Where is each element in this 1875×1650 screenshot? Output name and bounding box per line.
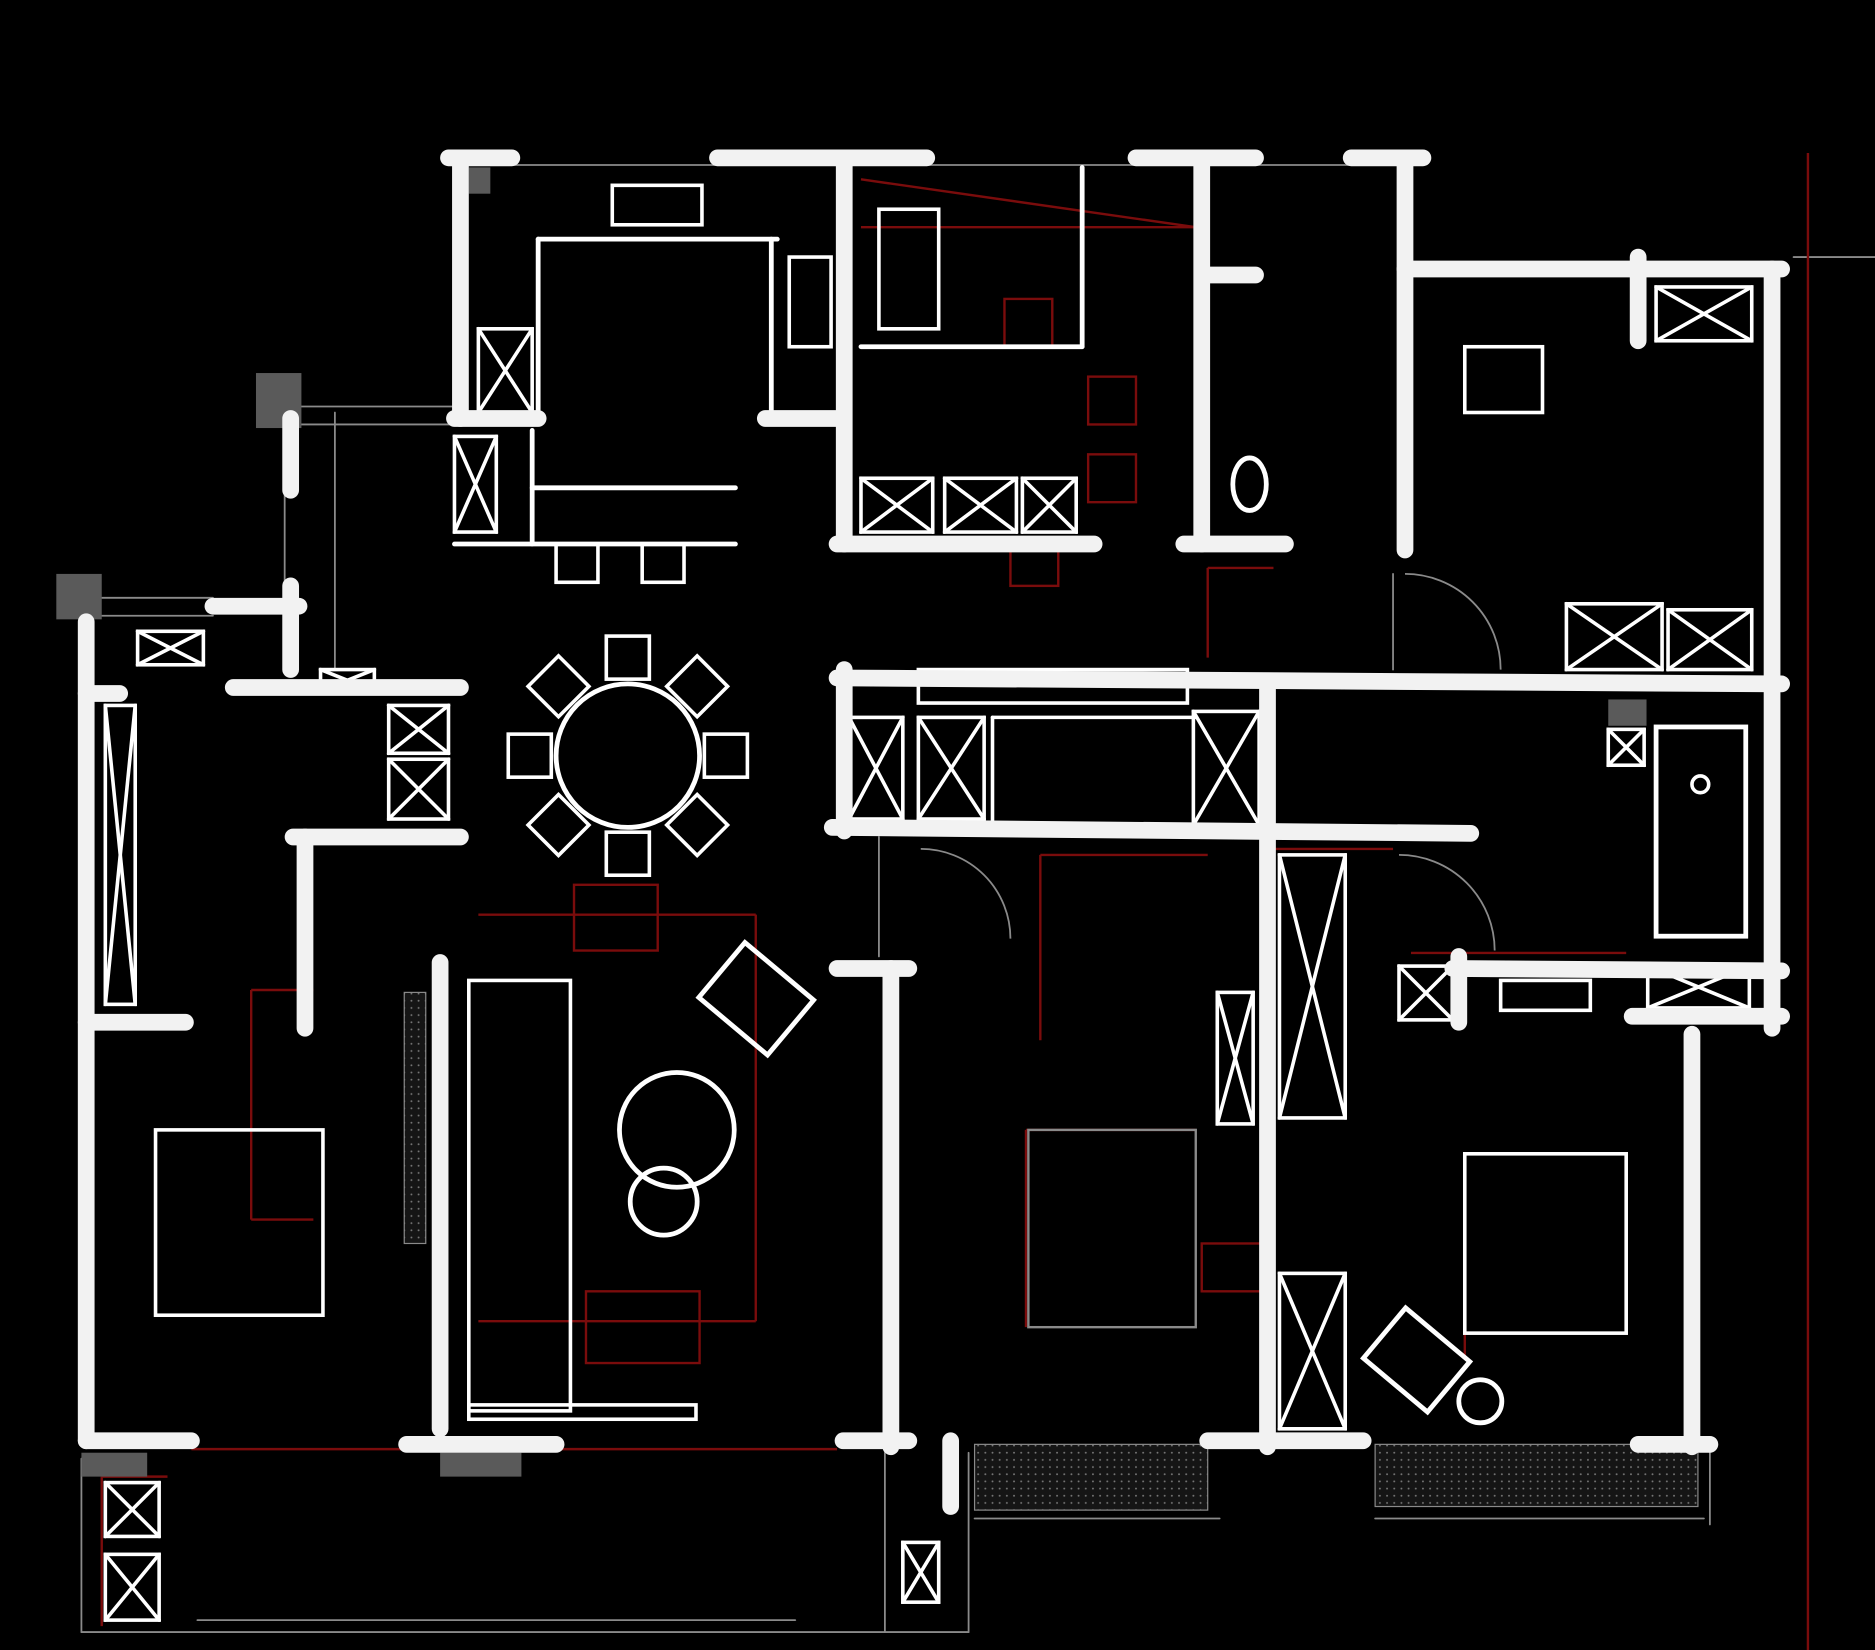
cabinet-x [386,703,451,756]
cabinet-x [135,629,206,667]
dining-chair [525,653,592,720]
bathtub-drain [1690,774,1711,795]
cabinet-x-diagonal [901,1540,941,1604]
cabinet-x-diagonal [1397,964,1455,1022]
chair-outline [1009,548,1060,588]
cabinet-x [859,476,935,534]
side-table [1456,1377,1505,1426]
chair-outline [1086,453,1138,504]
cabinet-x-diagonal [1020,476,1078,534]
cabinet-x [1606,727,1646,768]
bed-left [153,1128,325,1318]
cabinet-x-diagonal [386,757,451,821]
cabinet-x-diagonal [847,715,905,821]
dining-chair [525,792,592,858]
cabinet-x-diagonal [103,703,138,1007]
cabinet-x [386,757,451,821]
cabinet-x [103,703,138,1007]
cabinet-x [916,715,986,821]
chair-outline [1003,297,1054,348]
cabinet-x-diagonal [135,629,206,667]
door-swing-arc [1399,853,1496,951]
cabinet-x [103,1552,161,1622]
dining-table [553,681,702,830]
cabinet-x [1277,1271,1348,1431]
bar-stool [640,542,686,585]
vanity-sink [1498,978,1593,1013]
chair-outline [584,1290,701,1365]
coffee-table-small [627,1165,700,1238]
bathtub [1653,724,1749,939]
walls-layer [77,149,1790,1515]
cabinet-x-diagonal [452,434,499,534]
cabinet-x-diagonal [103,1552,161,1622]
cabinet-x-diagonal [476,327,534,415]
chair-outline [572,883,659,952]
cabinet-x [1564,602,1664,672]
structural-column [56,573,102,620]
cabinet-x [1215,990,1255,1126]
desk [1462,344,1545,415]
cabinet-x-diagonal [103,1480,161,1539]
cabinet-x-diagonal [1277,853,1348,1120]
cabinet-x-diagonal [1666,607,1754,672]
cabinet-x-diagonal [916,715,986,821]
furniture-layer [103,165,1754,1622]
kitchen-sink [610,183,704,227]
cabinet-x [901,1540,941,1604]
dining-chair [664,792,731,858]
bed-right [1462,1152,1628,1335]
tv-console [467,1403,698,1422]
planter-strip [403,991,427,1245]
toilet [1230,455,1269,513]
cabinet-x-diagonal [1606,727,1646,768]
chair-outline [1086,375,1138,426]
dining-chair [664,653,731,720]
cabinet-x-diagonal [1277,1271,1348,1431]
balcony-layer [403,991,1699,1511]
shelving [787,255,833,349]
cabinet-x [1277,853,1348,1120]
wall [1444,960,1790,980]
sofa [467,978,573,1413]
lounge-chair [1360,1304,1474,1416]
cabinet-x [942,476,1019,534]
coffee-table-large [617,1070,737,1190]
wall [823,819,1480,842]
balcony-left [973,1443,1209,1511]
cabinet-x [452,434,499,534]
dining-chair [604,830,652,878]
bed-middle [1027,1128,1197,1329]
red-annotation-layer [100,153,1810,1650]
cabinet-x-diagonal [1564,602,1664,672]
cabinet-x-diagonal [1654,285,1754,343]
cabinet-x-diagonal [1191,709,1261,827]
cabinet-x-diagonal [859,476,935,534]
structural-column [81,1452,148,1477]
lounge-chair [695,939,817,1059]
red-annotation [860,178,1196,229]
bar-stool [554,542,600,585]
cabinet-x-diagonal [386,703,451,756]
cabinet-x [1666,607,1754,672]
washing-machine [877,207,941,331]
cabinet-x-diagonal [942,476,1019,534]
thin-outline-layer [80,164,1875,1633]
door-swing-arc [920,848,1012,939]
structural-column [440,1452,522,1477]
cabinet-x [103,1480,161,1539]
dining-chair [702,732,750,779]
balcony-right [1374,1443,1699,1508]
wall [828,669,1790,693]
dining-chair [506,732,554,779]
cabinet-x [1020,476,1078,534]
cabinet-x-diagonal [1215,990,1255,1126]
dining-chair [604,634,652,681]
cabinet-x [1654,285,1754,343]
door-swing-arc [1404,573,1502,670]
structural-column [468,167,491,194]
structural-column [1608,699,1647,726]
